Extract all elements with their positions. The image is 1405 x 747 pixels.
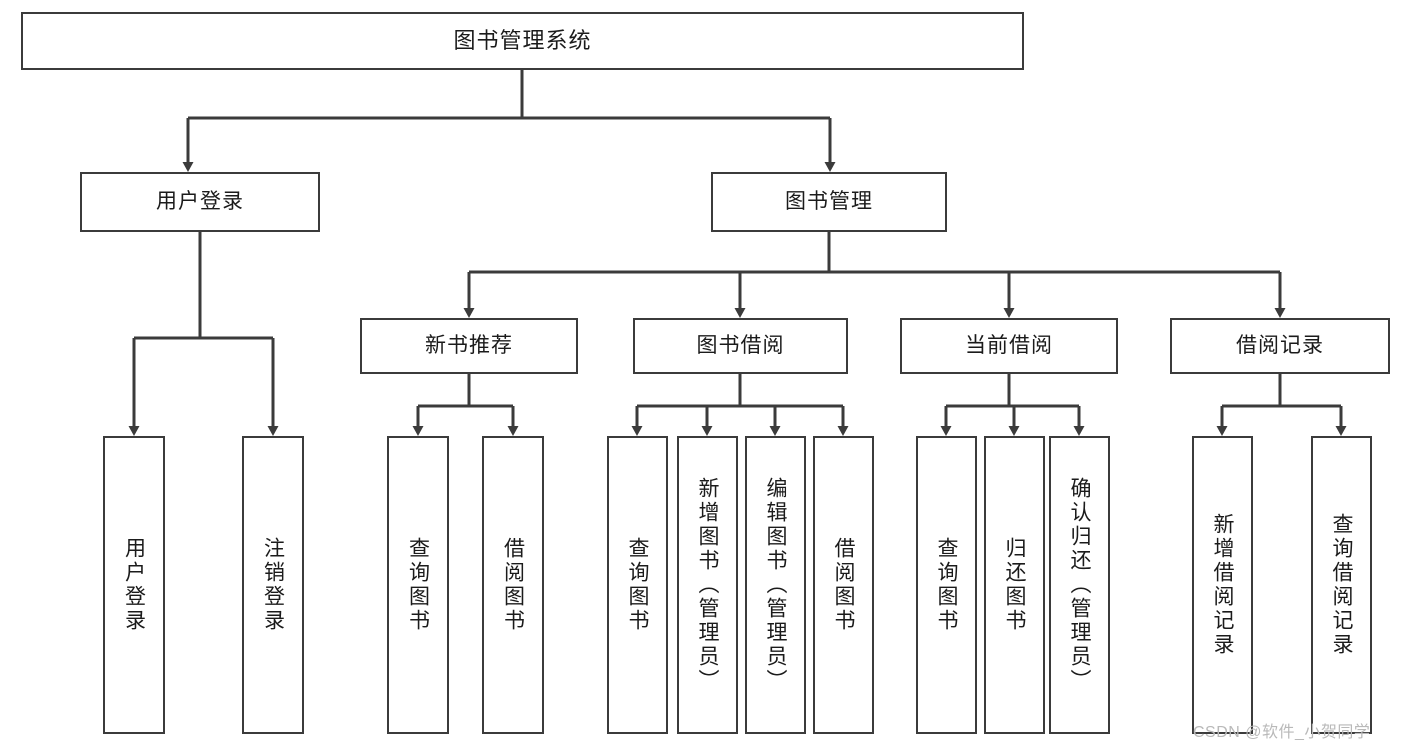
node-leaf-borrow-book-1-label: 借阅图书 — [501, 537, 525, 633]
node-borrow-record[interactable]: 借阅记录 — [1170, 318, 1390, 374]
node-leaf-query-record-label: 查询借阅记录 — [1330, 513, 1353, 657]
node-leaf-return-book[interactable]: 归还图书 — [984, 436, 1045, 734]
node-leaf-query-book-1[interactable]: 查询图书 — [387, 436, 449, 734]
node-leaf-query-book-1-label: 查询图书 — [406, 537, 430, 633]
node-new-book-recommend-label: 新书推荐 — [425, 334, 513, 358]
node-book-borrow-label: 图书借阅 — [696, 334, 785, 358]
node-leaf-user-logout[interactable]: 注销登录 — [242, 436, 304, 734]
node-leaf-return-book-label: 归还图书 — [1003, 537, 1026, 633]
node-leaf-confirm-return[interactable]: 确认归还（管理员） — [1049, 436, 1110, 734]
node-leaf-borrow-book-2[interactable]: 借阅图书 — [813, 436, 874, 734]
node-leaf-user-logout-label: 注销登录 — [261, 537, 285, 633]
node-user-login[interactable]: 用户登录 — [80, 172, 320, 232]
node-leaf-query-book-2-label: 查询图书 — [626, 537, 649, 633]
node-book-borrow[interactable]: 图书借阅 — [633, 318, 848, 374]
node-leaf-query-record[interactable]: 查询借阅记录 — [1311, 436, 1372, 734]
node-new-book-recommend[interactable]: 新书推荐 — [360, 318, 578, 374]
node-leaf-query-book-2[interactable]: 查询图书 — [607, 436, 668, 734]
node-leaf-query-book-3-label: 查询图书 — [935, 537, 958, 633]
node-leaf-borrow-book-1[interactable]: 借阅图书 — [482, 436, 544, 734]
node-book-manage-label: 图书管理 — [785, 190, 873, 214]
node-leaf-edit-book-label: 编辑图书（管理员） — [764, 477, 787, 693]
node-leaf-query-book-3[interactable]: 查询图书 — [916, 436, 977, 734]
node-leaf-add-book[interactable]: 新增图书（管理员） — [677, 436, 738, 734]
node-leaf-add-record-label: 新增借阅记录 — [1211, 513, 1234, 657]
node-leaf-user-login-label: 用户登录 — [122, 537, 146, 633]
node-leaf-confirm-return-label: 确认归还（管理员） — [1068, 477, 1091, 693]
node-user-login-label: 用户登录 — [156, 190, 244, 214]
node-current-borrow[interactable]: 当前借阅 — [900, 318, 1118, 374]
node-root[interactable]: 图书管理系统 — [21, 12, 1024, 70]
csdn-watermark: CSDN @软件_小贺同学 — [1193, 724, 1371, 741]
node-current-borrow-label: 当前借阅 — [965, 334, 1053, 358]
node-leaf-add-book-label: 新增图书（管理员） — [696, 477, 719, 693]
node-leaf-borrow-book-2-label: 借阅图书 — [832, 537, 855, 633]
node-borrow-record-label: 借阅记录 — [1236, 334, 1324, 358]
node-leaf-edit-book[interactable]: 编辑图书（管理员） — [745, 436, 806, 734]
node-book-manage[interactable]: 图书管理 — [711, 172, 947, 232]
node-leaf-user-login[interactable]: 用户登录 — [103, 436, 165, 734]
node-leaf-add-record[interactable]: 新增借阅记录 — [1192, 436, 1253, 734]
node-root-label: 图书管理系统 — [453, 27, 592, 53]
